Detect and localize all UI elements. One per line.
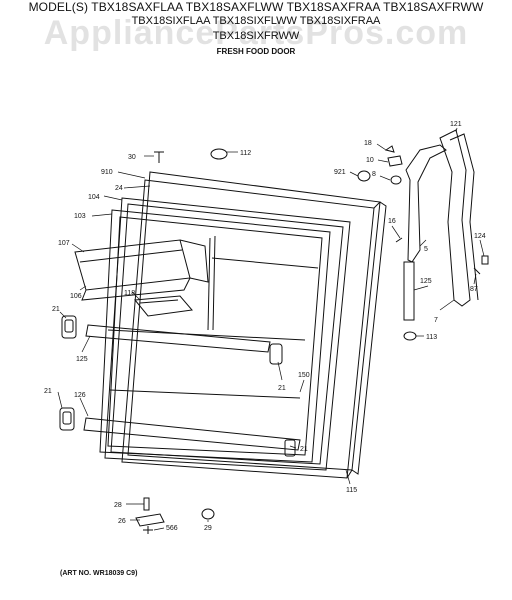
top-fasteners xyxy=(154,148,228,163)
callout-c103: 103 xyxy=(74,213,86,220)
callout-c26: 26 xyxy=(118,518,126,525)
callout-c113: 113 xyxy=(426,334,437,341)
dairy-compartment-door xyxy=(74,239,209,301)
handle-screws xyxy=(473,255,489,275)
door-shelf-bar-lower xyxy=(83,417,301,451)
callout-c125b: 125 xyxy=(420,278,432,285)
hinge-cap xyxy=(403,331,417,341)
callout-c124: 124 xyxy=(474,233,486,240)
diagram-subtitle: FRESH FOOD DOOR xyxy=(216,47,296,56)
callout-c87: 87 xyxy=(470,286,478,293)
callout-c104: 104 xyxy=(88,194,100,201)
door-liner xyxy=(99,209,331,463)
watermark-text: AppliancePartsPros.com xyxy=(43,14,469,52)
callout-c106: 106 xyxy=(70,293,82,300)
model-list-line-2: TBX18SIXFLAA TBX18SIXFLWW TBX18SIXFRAA xyxy=(131,15,381,27)
callout-c115: 115 xyxy=(346,487,357,494)
callout-c121: 121 xyxy=(450,121,462,128)
model-list-line-1: MODEL(S) TBX18SAXFLAA TBX18SAXFLWW TBX18… xyxy=(28,0,484,14)
handle-insert-strip xyxy=(403,261,415,321)
callout-c118: 118 xyxy=(124,290,135,297)
callout-c28: 28 xyxy=(114,502,122,509)
door-handle xyxy=(439,129,479,307)
callout-c921: 921 xyxy=(334,169,346,176)
hinge-bracket xyxy=(405,144,447,263)
callout-c125a: 125 xyxy=(76,356,88,363)
bottom-hinge-parts xyxy=(135,497,215,534)
hinge-hardware xyxy=(357,145,403,243)
callout-c24: 24 xyxy=(115,185,123,192)
callout-c21b: 21 xyxy=(44,388,52,395)
callout-c126: 126 xyxy=(74,392,86,399)
callout-c21c: 21 xyxy=(278,385,286,392)
leader-lines xyxy=(57,127,485,531)
callout-c910: 910 xyxy=(101,169,113,176)
callout-c107: 107 xyxy=(58,240,70,247)
art-number: (ART NO. WR18039 C9) xyxy=(60,570,138,577)
callout-c16: 16 xyxy=(388,218,396,225)
callout-c150: 150 xyxy=(298,372,310,379)
callout-c112: 112 xyxy=(240,150,251,157)
callout-c18: 18 xyxy=(364,140,372,147)
callout-c5: 5 xyxy=(424,246,428,253)
door-gasket xyxy=(104,197,351,471)
callout-c566: 566 xyxy=(166,525,178,532)
callout-c21d: 21 xyxy=(300,446,308,453)
callout-c7: 7 xyxy=(434,317,438,324)
model-list-line-3: TBX18SIXFRWW xyxy=(212,30,300,42)
butter-dish xyxy=(134,295,193,317)
door-shelf-bar-upper xyxy=(85,324,271,353)
callout-c21a: 21 xyxy=(52,306,60,313)
callout-c30: 30 xyxy=(128,154,136,161)
callout-c29: 29 xyxy=(204,525,212,532)
callout-c10: 10 xyxy=(366,157,374,164)
callout-c8: 8 xyxy=(372,171,376,178)
